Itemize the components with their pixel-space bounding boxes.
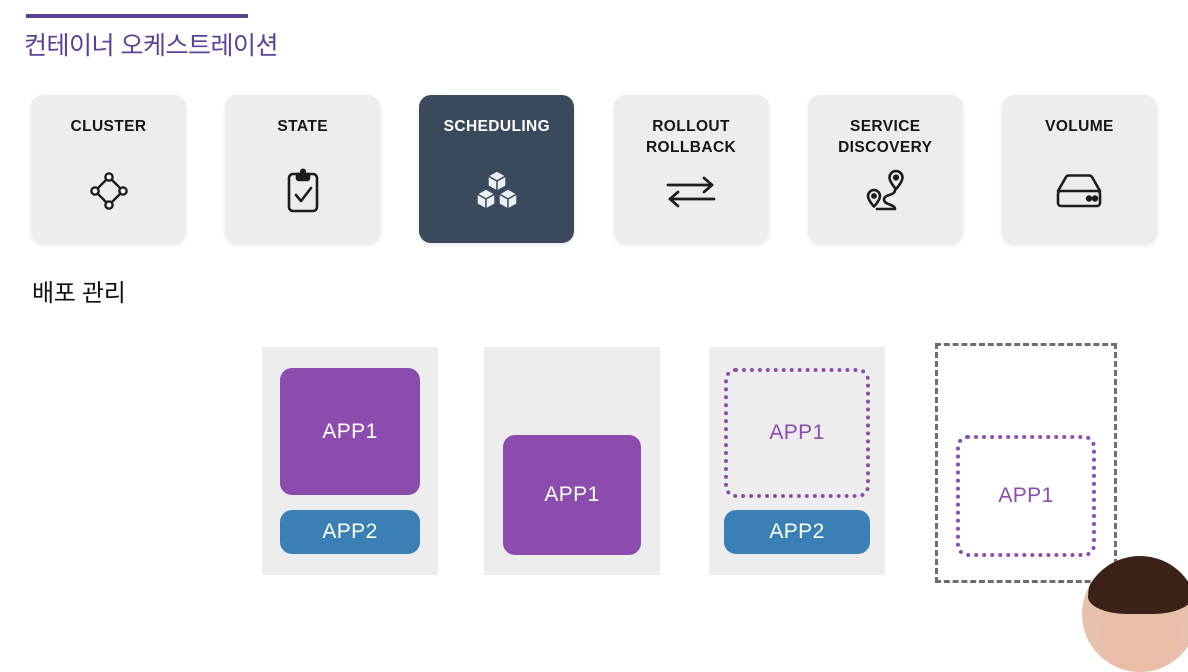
concept-card-state[interactable]: STATE bbox=[225, 95, 381, 243]
webcam-hair bbox=[1088, 556, 1188, 614]
bidirectional-arrows-icon bbox=[663, 165, 719, 217]
app-box-app1-ghost: APP1 bbox=[724, 368, 870, 498]
concept-card-strip: CLUSTER STATE SCHEDULING bbox=[31, 95, 1157, 243]
deployment-panel-running-both: APP1 APP2 bbox=[262, 347, 438, 575]
clipboard-check-icon bbox=[275, 165, 331, 217]
deployment-panel-app1-pending: APP1 APP2 bbox=[709, 347, 885, 575]
app-box-app1-ghost: APP1 bbox=[956, 435, 1096, 557]
deployment-diagram: APP1 APP2 APP1 APP1 APP2 APP1 bbox=[262, 343, 1124, 583]
concept-card-label: STATE bbox=[277, 118, 328, 135]
concept-card-cluster[interactable]: CLUSTER bbox=[31, 95, 186, 243]
presenter-webcam-overlay bbox=[1082, 556, 1188, 672]
title-rule bbox=[26, 14, 248, 18]
concept-card-scheduling[interactable]: SCHEDULING bbox=[419, 95, 575, 243]
concept-card-label: CLUSTER bbox=[70, 118, 147, 135]
concept-card-label: SCHEDULING bbox=[443, 118, 551, 135]
concept-card-service-discovery[interactable]: SERVICE DISCOVERY bbox=[807, 95, 963, 243]
app-box-app2: APP2 bbox=[280, 510, 420, 554]
app-box-app1: APP1 bbox=[280, 368, 420, 495]
disk-drive-icon bbox=[1051, 165, 1107, 217]
deployment-panel-app1-only: APP1 bbox=[484, 347, 660, 575]
route-map-pins-icon bbox=[857, 165, 913, 217]
app-box-app2: APP2 bbox=[724, 510, 870, 554]
cluster-nodes-icon bbox=[81, 165, 137, 217]
deployment-panel-empty-slot: APP1 bbox=[935, 343, 1117, 583]
concept-card-label: VOLUME bbox=[1045, 118, 1114, 135]
concept-card-label: SERVICE DISCOVERY bbox=[838, 118, 933, 156]
stacked-cubes-icon bbox=[469, 165, 525, 217]
app-box-app1: APP1 bbox=[503, 435, 641, 555]
page-title: 컨테이너 오케스트레이션 bbox=[24, 32, 278, 60]
concept-card-label: ROLLOUT ROLLBACK bbox=[645, 118, 737, 156]
concept-card-volume[interactable]: VOLUME bbox=[1001, 95, 1157, 243]
section-subtitle: 배포 관리 bbox=[32, 280, 126, 307]
concept-card-rollout-rollback[interactable]: ROLLOUT ROLLBACK bbox=[613, 95, 769, 243]
